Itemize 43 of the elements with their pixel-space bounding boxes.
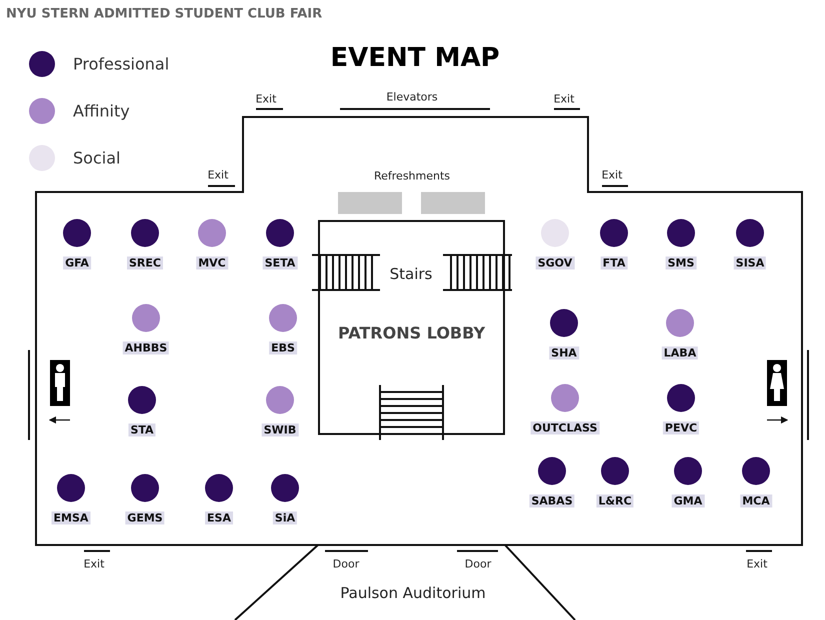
exit-label: Exit	[746, 558, 768, 570]
club-name: OUTCLASS	[530, 422, 600, 434]
club-name: EBS	[269, 342, 297, 354]
auditorium-label: Paulson Auditorium	[340, 584, 486, 602]
club-name: AHBBS	[122, 342, 170, 354]
legend-label: Social	[73, 148, 120, 168]
room-name: PATRONS LOBBY	[338, 324, 486, 342]
elevators-label: Elevators	[386, 90, 438, 104]
refreshments-label: Refreshments	[374, 170, 450, 182]
club-name: SHA	[549, 346, 579, 360]
exit-label: Exit	[554, 92, 574, 106]
club-name: SWIB	[262, 424, 298, 436]
club-name: STA	[128, 424, 156, 436]
club-name: GEMS	[125, 512, 165, 524]
club-name: SGOV	[536, 256, 574, 270]
legend-label: Professional	[73, 54, 170, 74]
club-name: PEVC	[662, 422, 700, 434]
door-label: Door	[464, 558, 492, 570]
club-name: MVC	[196, 256, 228, 270]
club-name: SiA	[272, 512, 298, 524]
club-name: FTA	[600, 256, 628, 270]
club-name: GMA	[672, 494, 704, 508]
club-name: SETA	[262, 256, 298, 270]
club-name: SABAS	[529, 494, 575, 508]
map-title: EVENT MAP	[330, 43, 500, 73]
lobby-room	[318, 220, 505, 435]
exit-label: Exit	[256, 92, 276, 106]
club-name: EMSA	[52, 512, 90, 524]
club-name: GFA	[63, 256, 91, 270]
club-name: SREC	[127, 256, 163, 270]
exit-label: Exit	[208, 168, 228, 182]
club-name: SISA	[734, 256, 766, 270]
club-name: LABA	[662, 346, 698, 360]
legend-label: Affinity	[73, 102, 130, 120]
fair-heading: NYU STERN ADMITTED STUDENT CLUB FAIR	[6, 6, 322, 22]
club-name: MCA	[740, 494, 772, 508]
club-name: L&RC	[596, 494, 634, 508]
club-name: SMS	[666, 256, 696, 270]
exit-label: Exit	[84, 558, 104, 570]
exit-label: Exit	[602, 168, 622, 182]
door-label: Door	[332, 558, 360, 570]
club-name: ESA	[205, 512, 233, 524]
stairs-label: Stairs	[390, 265, 432, 283]
